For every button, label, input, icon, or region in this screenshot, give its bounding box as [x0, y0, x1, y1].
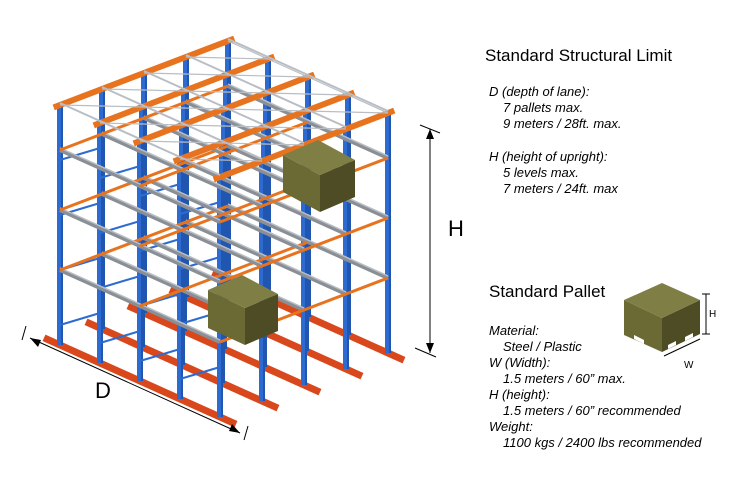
top-brace — [99, 122, 183, 126]
top-brace — [305, 110, 389, 114]
rack-pallet-lower — [208, 275, 278, 345]
width-label: W (Width): — [489, 355, 551, 370]
top-brace — [139, 140, 223, 144]
pallet-width-dimension — [663, 338, 701, 357]
depth-label: D (depth of lane): — [489, 84, 590, 99]
brace — [59, 312, 101, 326]
rack-top-beams — [52, 35, 396, 183]
top-brace — [223, 108, 307, 112]
height-label: H (height of upright): — [489, 149, 608, 164]
depth-dimension-label: D — [95, 378, 111, 403]
top-brace — [307, 76, 349, 96]
brace — [179, 201, 221, 215]
width-value: 1.5 meters / 60” max. — [503, 371, 626, 386]
pallet-upper-front — [283, 155, 320, 212]
top-brace — [263, 126, 347, 130]
top-brace — [221, 142, 305, 146]
brace — [139, 348, 181, 362]
pallet-upper-top — [283, 140, 355, 175]
top-brace — [141, 106, 225, 110]
rail-highlight — [59, 267, 221, 341]
pallet-title: Standard Pallet — [489, 282, 606, 301]
pallet-lower-front — [208, 290, 245, 345]
pallet-height-label: H — [709, 309, 716, 320]
brace — [99, 330, 141, 344]
pallet-illustration-side — [662, 300, 700, 352]
structural-limit-title: Standard Structural Limit — [485, 46, 673, 65]
top-brace — [347, 94, 389, 114]
top-tie — [59, 102, 221, 176]
top-brace — [183, 90, 267, 94]
level-beam — [139, 180, 309, 248]
brace — [139, 183, 181, 197]
weight-label: Weight: — [489, 419, 533, 434]
rail-highlight — [227, 203, 389, 277]
brace — [99, 275, 141, 289]
pallet-spec-list: Material: Steel / Plastic W (Width): 1.5… — [489, 323, 702, 451]
height-value-levels: 5 levels max. — [503, 165, 579, 180]
rail-highlight — [101, 191, 263, 265]
pallet-illustration-front — [624, 300, 662, 352]
top-tie — [101, 86, 263, 160]
material-label: Material: — [489, 323, 539, 338]
top-brace — [265, 92, 349, 96]
rail-highlight — [143, 175, 305, 249]
level-beam — [59, 204, 229, 272]
pallet-height-value: 1.5 meters / 60” recommended — [503, 403, 681, 418]
pallet-illustration-top — [624, 283, 700, 318]
depth-value-pallets: 7 pallets max. — [503, 100, 584, 115]
pallet-upper-side — [320, 160, 355, 212]
rail-highlight — [101, 131, 263, 205]
top-brace — [181, 124, 265, 128]
weight-value: 1100 kgs / 2400 lbs recommended — [503, 435, 702, 450]
level-beam — [219, 216, 389, 284]
structural-limit-list: D (depth of lane): 7 pallets max. 9 mete… — [489, 84, 622, 197]
brace — [99, 165, 141, 179]
material-value: Steel / Plastic — [503, 339, 582, 354]
height-dimension — [414, 124, 441, 358]
top-tie — [185, 54, 347, 128]
brace — [59, 147, 101, 161]
pallet-illustration — [624, 283, 710, 357]
depth-value-length: 9 meters / 28ft. max. — [503, 116, 622, 131]
rail-highlight — [59, 207, 221, 281]
top-tie — [227, 38, 389, 112]
top-brace — [227, 40, 269, 60]
top-tie — [143, 70, 305, 144]
pallet-width-label: W — [684, 360, 694, 371]
pallet-lower-top — [208, 275, 278, 308]
pallet-lower-side — [245, 294, 278, 345]
height-value-length: 7 meters / 24ft. max — [503, 181, 618, 196]
top-brace — [225, 74, 309, 78]
top-brace — [143, 72, 227, 76]
rail-highlight — [185, 219, 347, 293]
top-brace — [101, 88, 185, 92]
top-brace — [179, 158, 263, 162]
depth-dimension — [21, 325, 249, 441]
level-beam — [59, 144, 229, 212]
level-beam — [139, 240, 309, 308]
rail-highlight — [59, 147, 221, 221]
height-dimension-label: H — [448, 216, 464, 241]
brace — [179, 366, 221, 380]
rack-pallet-upper — [283, 140, 355, 212]
top-brace — [185, 56, 269, 60]
top-brace — [59, 104, 143, 108]
pallet-height-spec-label: H (height): — [489, 387, 550, 402]
top-brace — [267, 58, 309, 78]
